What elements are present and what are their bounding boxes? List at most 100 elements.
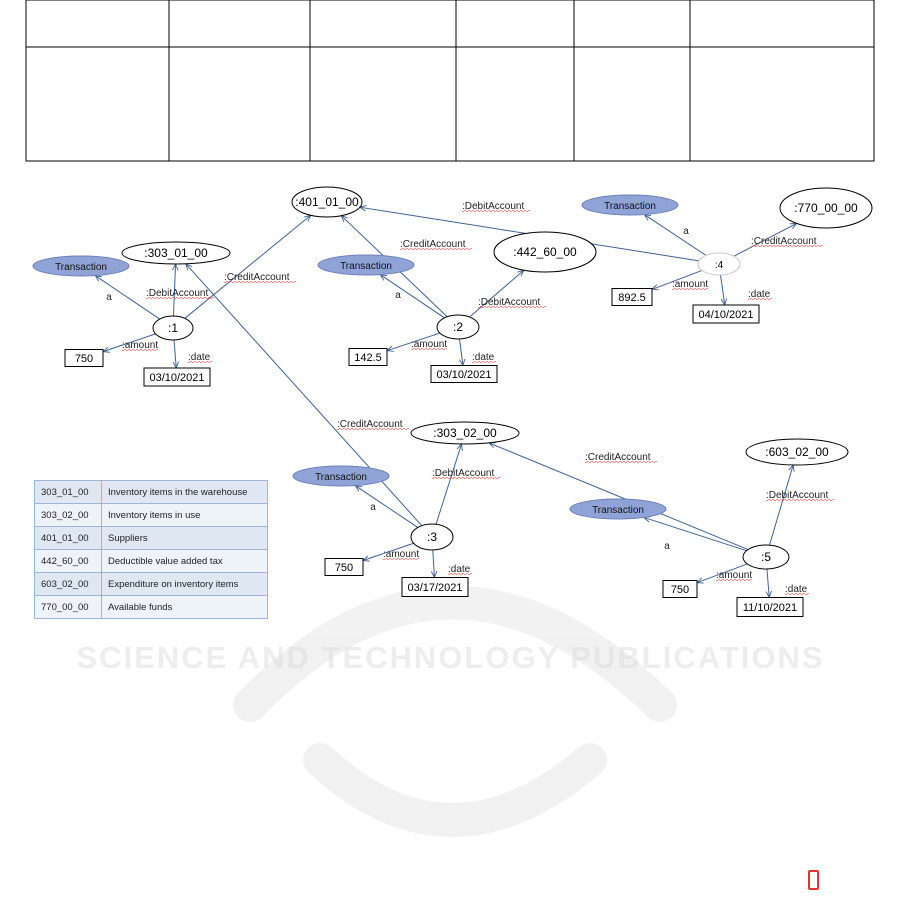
resource-label: :1 (168, 321, 178, 335)
resource-label: :770_00_00 (794, 201, 858, 215)
literal-value: 750 (335, 562, 353, 574)
edge-label-a: a (683, 226, 689, 237)
literal-value: 750 (75, 353, 93, 365)
literal-box (324, 558, 364, 576)
edge-creditaccount-t3-acc_303_01 (186, 264, 423, 526)
resource-node-t5: :5 (742, 544, 790, 570)
spellcheck-underline (187, 360, 213, 364)
legend-code: 442_60_00 (34, 549, 102, 573)
class-ellipse (32, 255, 130, 277)
class-node-cls5: Transaction (569, 498, 667, 520)
edge-a-t1-cls1 (95, 276, 160, 320)
edge-label-creditaccount: :CreditAccount (337, 419, 403, 430)
edge-a-t3-cls3 (355, 486, 419, 528)
spellcheck-underline (750, 244, 824, 248)
resource-label: :442_60_00 (513, 245, 577, 259)
spellcheck-underline (584, 460, 658, 464)
spellcheck-underline (223, 280, 297, 284)
literal-value: 750 (671, 584, 689, 596)
class-node-cls4: Transaction (581, 194, 679, 216)
class-label: Transaction (340, 261, 392, 272)
edge-label-debitaccount: :DebitAccount (146, 288, 208, 299)
class-node-cls1: Transaction (32, 255, 130, 277)
resource-ellipse (410, 421, 520, 445)
legend-description: Expenditure on inventory items (101, 572, 268, 596)
class-ellipse (569, 498, 667, 520)
resource-ellipse (291, 186, 363, 218)
edge-a-t4-cls4 (644, 215, 707, 256)
edge-debitaccount-t3-acc_303_02 (435, 444, 461, 525)
literal-box (348, 348, 388, 366)
edge-label-amount: :amount (383, 549, 419, 560)
header-table (25, 0, 875, 162)
spellcheck-underline (382, 557, 420, 561)
legend-description: Inventory items in the warehouse (101, 480, 268, 504)
edge-label-date: :date (472, 352, 495, 363)
edge-amount-t4-amt4 (652, 269, 703, 289)
resource-label: :5 (761, 550, 771, 564)
edge-label-a: a (106, 292, 112, 303)
legend-description: Inventory items in use (101, 503, 268, 527)
edge-label-creditaccount: :CreditAccount (585, 452, 651, 463)
class-node-cls3: Transaction (292, 465, 390, 487)
resource-ellipse (436, 314, 480, 340)
resource-label: :3 (427, 530, 437, 544)
spellcheck-underline (715, 578, 753, 582)
edge-date-t5-dt5 (767, 568, 769, 598)
edge-label-date: :date (785, 584, 808, 595)
literal-box (64, 349, 104, 367)
literal-box (736, 597, 804, 617)
literal-node-dt2: 03/10/2021 (430, 365, 498, 383)
edge-a-t2-cls2 (380, 275, 445, 319)
edge-amount-t3-amt3 (363, 542, 414, 560)
literal-value: 03/17/2021 (407, 582, 462, 594)
literal-box (401, 577, 469, 597)
spellcheck-underline (336, 427, 410, 431)
literal-box (692, 304, 760, 324)
edge-label-creditaccount: :CreditAccount (224, 272, 290, 283)
legend-code: 303_02_00 (34, 503, 102, 527)
spellcheck-underline (471, 360, 497, 364)
literal-value: 03/10/2021 (436, 369, 491, 381)
edge-creditaccount-t1-acc_401 (184, 215, 311, 319)
resource-node-acc_603: :603_02_00 (745, 438, 849, 466)
resource-ellipse (779, 187, 873, 229)
class-label: Transaction (55, 262, 107, 273)
spellcheck-underline (447, 572, 473, 576)
resource-node-t3: :3 (410, 523, 454, 551)
resource-ellipse (121, 241, 231, 265)
edge-label-amount: :amount (672, 279, 708, 290)
resource-node-acc_770: :770_00_00 (779, 187, 873, 229)
spellcheck-underline (121, 348, 159, 352)
resource-node-t4: :4 (697, 252, 741, 276)
resource-label: :4 (715, 260, 724, 271)
legend-code: 401_01_00 (34, 526, 102, 550)
legend-description: Suppliers (101, 526, 268, 550)
edge-date-t3-dt3 (433, 549, 435, 578)
edge-label-amount: :amount (716, 570, 752, 581)
literal-node-dt4: 04/10/2021 (692, 304, 760, 324)
class-ellipse (292, 465, 390, 487)
class-node-cls2: Transaction (317, 254, 415, 276)
watermark-text: SCIENCE AND TECHNOLOGY PUBLICATIONS (76, 640, 825, 675)
resource-ellipse (742, 544, 790, 570)
resource-label: :401_01_00 (295, 195, 359, 209)
resource-ellipse (697, 252, 741, 276)
spellcheck-underline (765, 498, 835, 502)
edge-label-date: :date (748, 289, 771, 300)
resource-label: :303_02_00 (433, 426, 497, 440)
spellcheck-underline (431, 476, 501, 480)
edge-label-creditaccount: :CreditAccount (400, 239, 466, 250)
corner-mark-icon (808, 870, 819, 890)
class-ellipse (317, 254, 415, 276)
resource-ellipse (493, 231, 597, 273)
legend-description: Deductible value added tax (101, 549, 268, 573)
edge-creditaccount-t5-acc_303_02 (489, 443, 749, 551)
edge-label-amount: :amount (122, 340, 158, 351)
literal-node-amt3: 750 (324, 558, 364, 576)
